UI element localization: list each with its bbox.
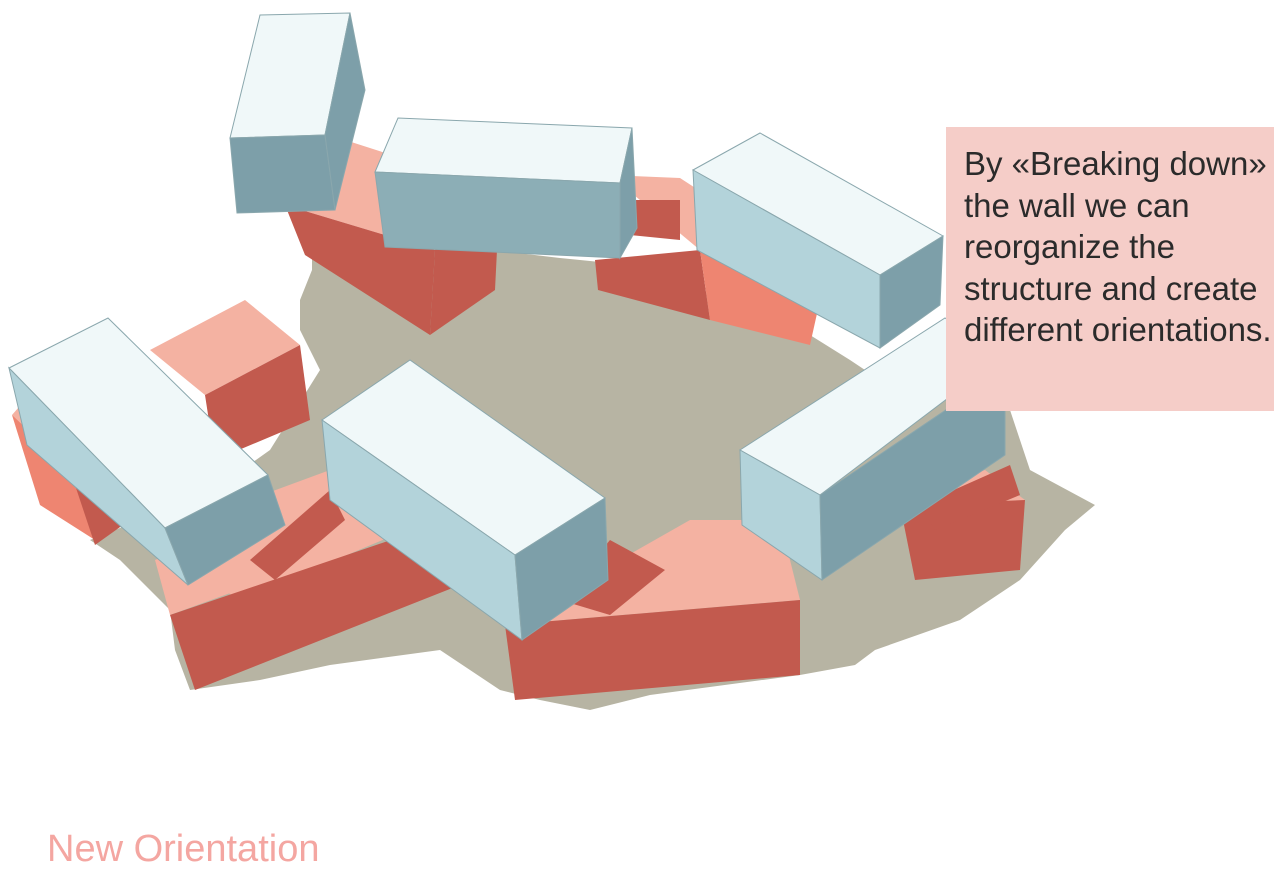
red-block-right [900, 465, 1025, 580]
blue-block-tall [229, 12, 366, 214]
blue-block-center [321, 359, 609, 642]
description-note: By «Breaking down» the wall we can reorg… [946, 127, 1274, 411]
blue-block-right [739, 317, 1006, 581]
blue-block-back-center [374, 117, 638, 260]
red-block-left-back [150, 300, 310, 460]
blue-block-back-right [691, 132, 944, 349]
diagram-caption: New Orientation [47, 828, 320, 870]
blue-block-left [8, 317, 286, 586]
